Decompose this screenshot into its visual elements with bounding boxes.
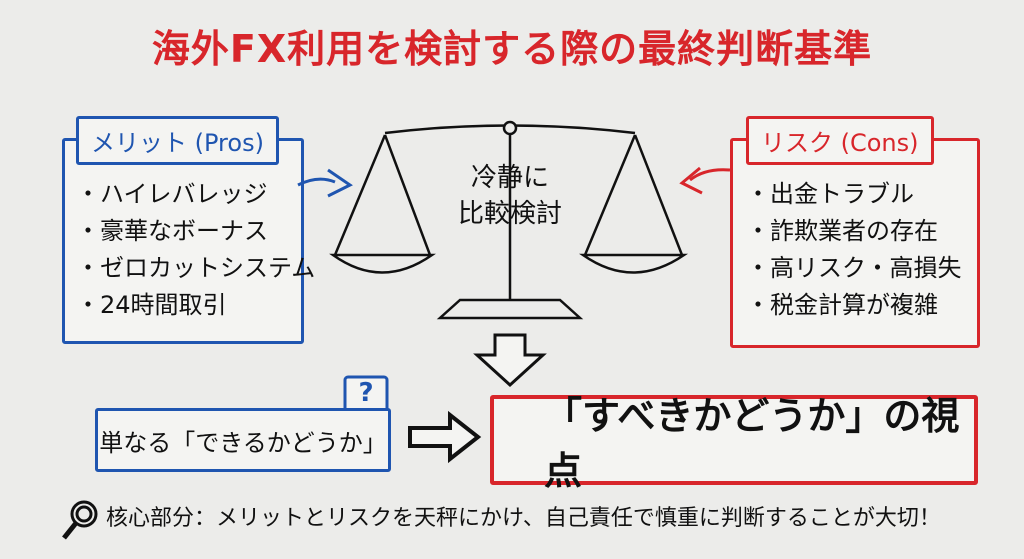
pros-arrow-icon — [297, 177, 336, 187]
pros-item: ・豪華なボーナス — [76, 217, 268, 245]
cons-item: ・詐欺業者の存在 — [746, 217, 938, 245]
balance-scale-icon — [329, 120, 689, 320]
question-mark: ? — [358, 378, 374, 408]
pros-box — [62, 138, 304, 344]
cons-label: リスク (Cons) — [746, 116, 934, 165]
pros-list: ・ハイレバレッジ ・豪華なボーナス ・ゼロカットシステム ・24時間取引 — [76, 176, 315, 324]
cons-item: ・出金トラブル — [746, 180, 914, 208]
pros-label: メリット (Pros) — [76, 116, 279, 165]
should-do-box: 「すべきかどうか」の視点 — [490, 394, 978, 493]
scale-caption: 冷静に 比較検討 — [430, 160, 590, 232]
should-do-text: 「すべきかどうか」の視点 — [544, 394, 960, 493]
scale-caption-line1: 冷静に — [470, 163, 549, 193]
pros-item: ・ゼロカットシステム — [76, 254, 316, 282]
cons-box — [730, 138, 980, 348]
pros-item: ・ハイレバレッジ — [76, 180, 268, 208]
pros-item: ・24時間取引 — [76, 291, 227, 319]
cons-list: ・出金トラブル ・詐欺業者の存在 ・高リスク・高損失 ・税金計算が複雑 — [746, 176, 962, 324]
scale-caption-line2: 比較検討 — [457, 199, 562, 229]
page-title: 海外FX利用を検討する際の最終判断基準 — [151, 27, 873, 71]
can-do-box: 単なる「できるかどうか」 — [95, 408, 391, 472]
bottom-note: 核心部分：メリットとリスクを天秤にかけ、自己責任で慎重に判断することが大切！ — [62, 500, 941, 532]
bottom-note-text: 核心部分：メリットとリスクを天秤にかけ、自己責任で慎重に判断することが大切！ — [106, 506, 941, 531]
right-arrow-icon — [408, 410, 482, 464]
magnifier-icon — [62, 500, 98, 540]
cons-arrow-icon — [689, 168, 731, 182]
down-arrow-icon — [473, 333, 547, 388]
cons-item: ・税金計算が複雑 — [746, 291, 938, 319]
can-do-text: 単なる「できるかどうか」 — [99, 428, 387, 457]
cons-item: ・高リスク・高損失 — [746, 254, 962, 282]
